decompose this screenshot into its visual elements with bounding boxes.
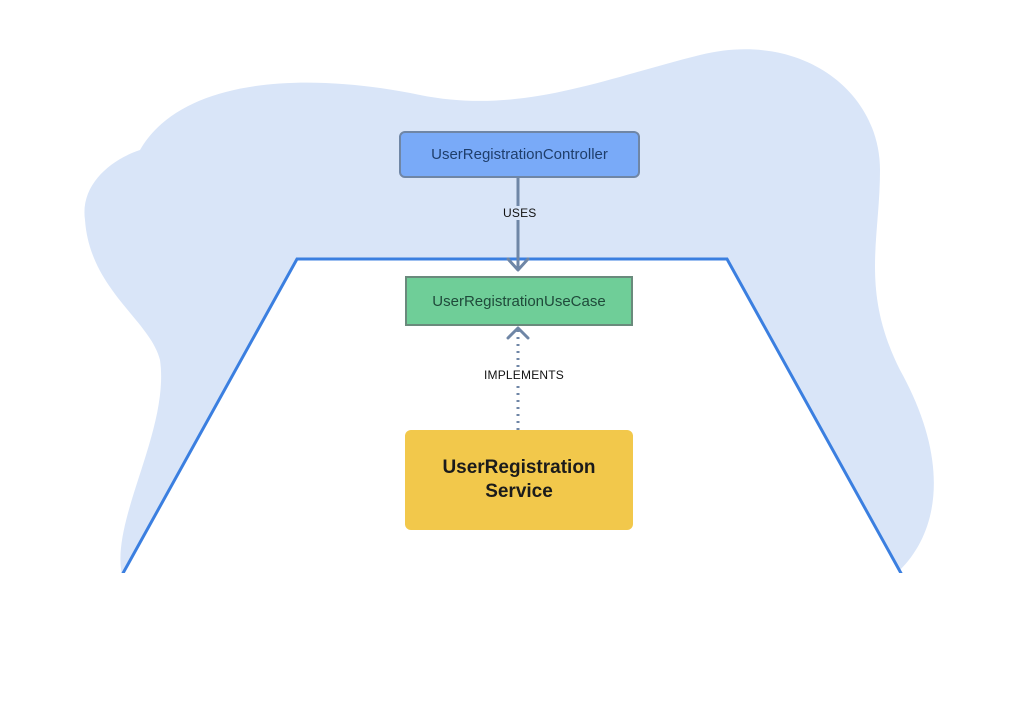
service-label-line2: Service (485, 481, 553, 502)
service-node: UserRegistration Service (405, 430, 633, 530)
controller-node: UserRegistrationController (399, 131, 640, 178)
controller-label: UserRegistrationController (431, 146, 608, 163)
service-label-line1: UserRegistration (442, 457, 596, 478)
implements-edge-label: IMPLEMENTS (482, 368, 567, 382)
uses-edge-label: USES (501, 206, 539, 220)
use-case-label: UserRegistrationUseCase (432, 292, 606, 310)
implements-arrowhead (506, 326, 530, 340)
use-case-node: UserRegistrationUseCase (405, 276, 633, 326)
uses-arrowhead (506, 257, 530, 272)
boundary-bottom-mask (100, 573, 920, 583)
